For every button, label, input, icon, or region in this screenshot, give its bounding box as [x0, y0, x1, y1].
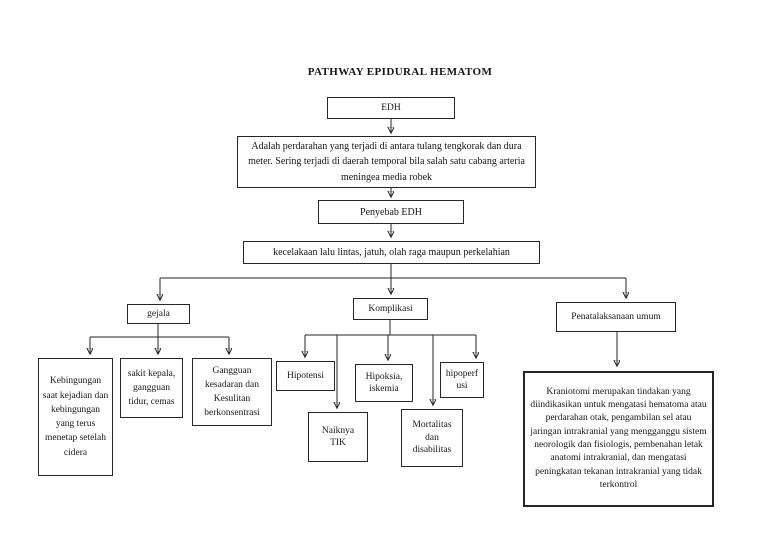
node-hipoksia-iskemia: Hipoksia, iskemia	[355, 364, 413, 402]
node-gejala: gejala	[127, 304, 190, 324]
node-definition: Adalah perdarahan yang terjadi di antara…	[237, 136, 536, 188]
node-penatalaksanaan-umum: Penatalaksanaan umum	[556, 302, 676, 332]
node-hipoperfusi: hipoperf usi	[440, 362, 484, 398]
node-hipotensi: Hipotensi	[276, 361, 335, 391]
node-gejala-sakit-kepala: sakit kepala, gangguan tidur, cemas	[120, 358, 183, 418]
node-edh: EDH	[327, 97, 455, 119]
node-gejala-gangguan-kesadaran: Gangguan kesadaran dan Kesulitan berkons…	[192, 358, 272, 426]
page-title: PATHWAY EPIDURAL HEMATOM	[307, 66, 493, 78]
node-penyebab-detail: kecelakaan lalu lintas, jatuh, olah raga…	[243, 241, 540, 264]
node-komplikasi: Komplikasi	[353, 298, 428, 320]
node-naiknya-tik: Naiknya TIK	[308, 412, 368, 462]
node-kraniotomi-detail: Kraniotomi merupakan tindakan yang diind…	[523, 371, 714, 507]
node-penyebab-edh: Penyebab EDH	[318, 200, 464, 224]
node-gejala-kebingungan: Kebingungan saat kejadian dan kebingunga…	[38, 358, 113, 476]
node-mortalitas-disabilitas: Mortalitas dan disabilitas	[401, 409, 463, 467]
